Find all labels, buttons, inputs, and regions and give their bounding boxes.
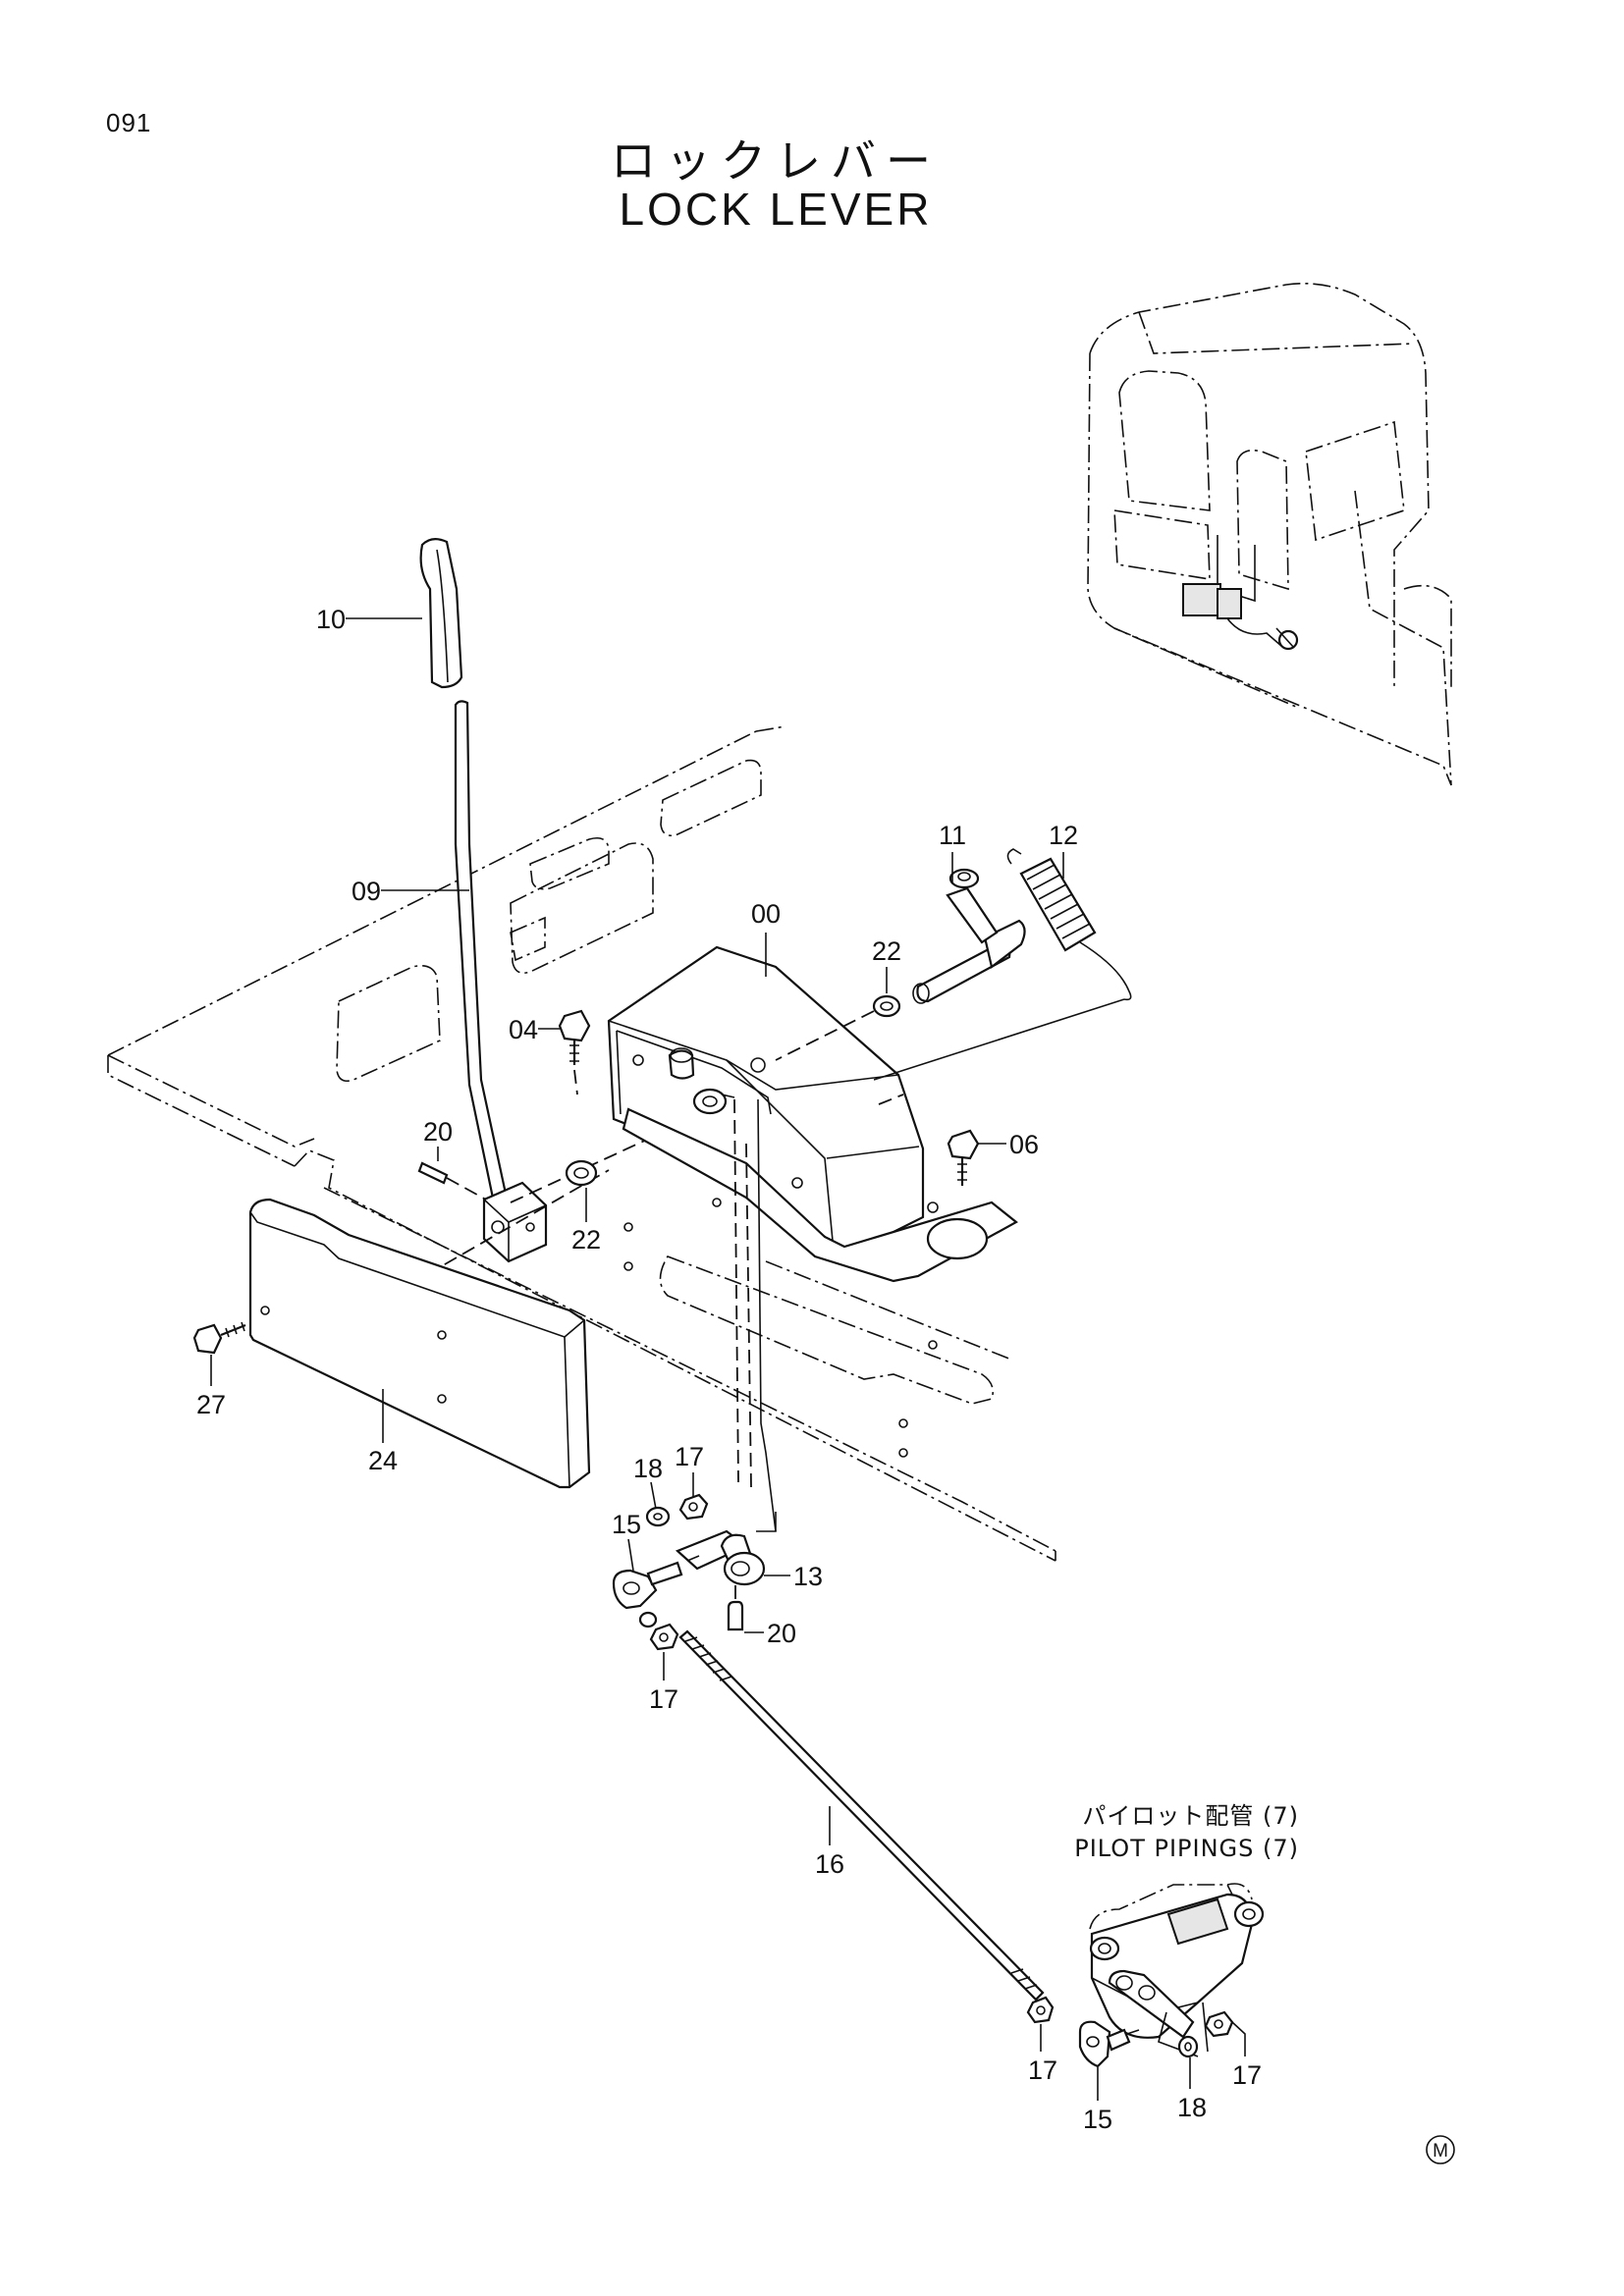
- part-22-bushing-upper: [775, 967, 901, 1061]
- reference-japanese: パイロット配管 (7): [1082, 1802, 1299, 1830]
- label-10: 10: [316, 605, 346, 634]
- part-20-pin-lower: [727, 1585, 764, 1633]
- page-title-japanese: ロックレバー: [611, 134, 941, 187]
- label-06: 06: [1009, 1130, 1039, 1159]
- label-17-upper: 17: [675, 1442, 704, 1471]
- part-17-nut-lower-right: [1204, 2010, 1246, 2056]
- part-20-pin-upper: [417, 1147, 487, 1201]
- part-18-washer-upper: [645, 1481, 671, 1527]
- corner-mark: M: [1426, 2135, 1455, 2164]
- label-11: 11: [939, 821, 966, 850]
- pilot-valve-illustration: [1089, 1883, 1265, 2057]
- label-20-lower: 20: [767, 1619, 796, 1648]
- label-24: 24: [368, 1446, 398, 1475]
- part-04-bolt: [538, 1009, 591, 1095]
- label-00: 00: [751, 899, 781, 929]
- corner-mark-letter: M: [1433, 2141, 1448, 2162]
- label-18-lower: 18: [1177, 2093, 1207, 2122]
- label-22-upper: 22: [872, 936, 901, 966]
- label-12: 12: [1049, 821, 1078, 850]
- reference-english: PILOT PIPINGS (7): [1074, 1835, 1299, 1862]
- part-15-ball-joint-lower: [1078, 2020, 1140, 2101]
- part-00-lock-lever-box: [607, 933, 1018, 1283]
- part-12-spring: [1006, 848, 1132, 1001]
- label-09: 09: [352, 877, 381, 906]
- part-11-shaft: [912, 852, 1026, 1004]
- part-number-labels: 10 09 00 04 22 11 12 06 20 22 27 24 18 1…: [196, 605, 1262, 2134]
- part-17-nut-rod-lower: [1026, 1996, 1055, 2052]
- part-27-bolt: [192, 1321, 246, 1386]
- label-04: 04: [509, 1015, 538, 1044]
- label-15-upper: 15: [612, 1510, 641, 1539]
- label-17-lower-right: 17: [1232, 2060, 1262, 2090]
- label-22-lower: 22: [571, 1225, 601, 1255]
- label-20-upper: 20: [423, 1117, 453, 1147]
- part-17-nut-rod-upper: [649, 1623, 679, 1681]
- label-15-lower: 15: [1083, 2105, 1112, 2134]
- part-10-grip: [346, 538, 463, 689]
- lever-block: [482, 1181, 548, 1263]
- label-17-rod-upper: 17: [649, 1684, 678, 1714]
- part-06-bolt: [947, 1129, 1006, 1186]
- label-16: 16: [815, 1849, 844, 1879]
- label-18-upper: 18: [633, 1454, 663, 1483]
- part-18-washer-lower: [1177, 2035, 1199, 2089]
- rod-end-nut-upper: [638, 1611, 658, 1629]
- page-number: 091: [106, 108, 152, 137]
- box-pivot-boss: [692, 1088, 735, 1115]
- part-24-cover: [248, 1198, 591, 1489]
- label-13: 13: [793, 1562, 823, 1591]
- part-15-ball-joint-upper: [612, 1538, 700, 1610]
- cab-inset-illustration: [1087, 282, 1452, 786]
- part-13-lever-arm: [675, 1512, 790, 1586]
- label-17-rod-lower: 17: [1028, 2056, 1057, 2085]
- page-title-english: LOCK LEVER: [619, 184, 933, 235]
- part-17-nut-upper: [678, 1472, 709, 1521]
- part-22-bushing-lower: [565, 1159, 598, 1222]
- part-16-control-rod: [678, 1629, 1045, 2002]
- label-27: 27: [196, 1390, 226, 1419]
